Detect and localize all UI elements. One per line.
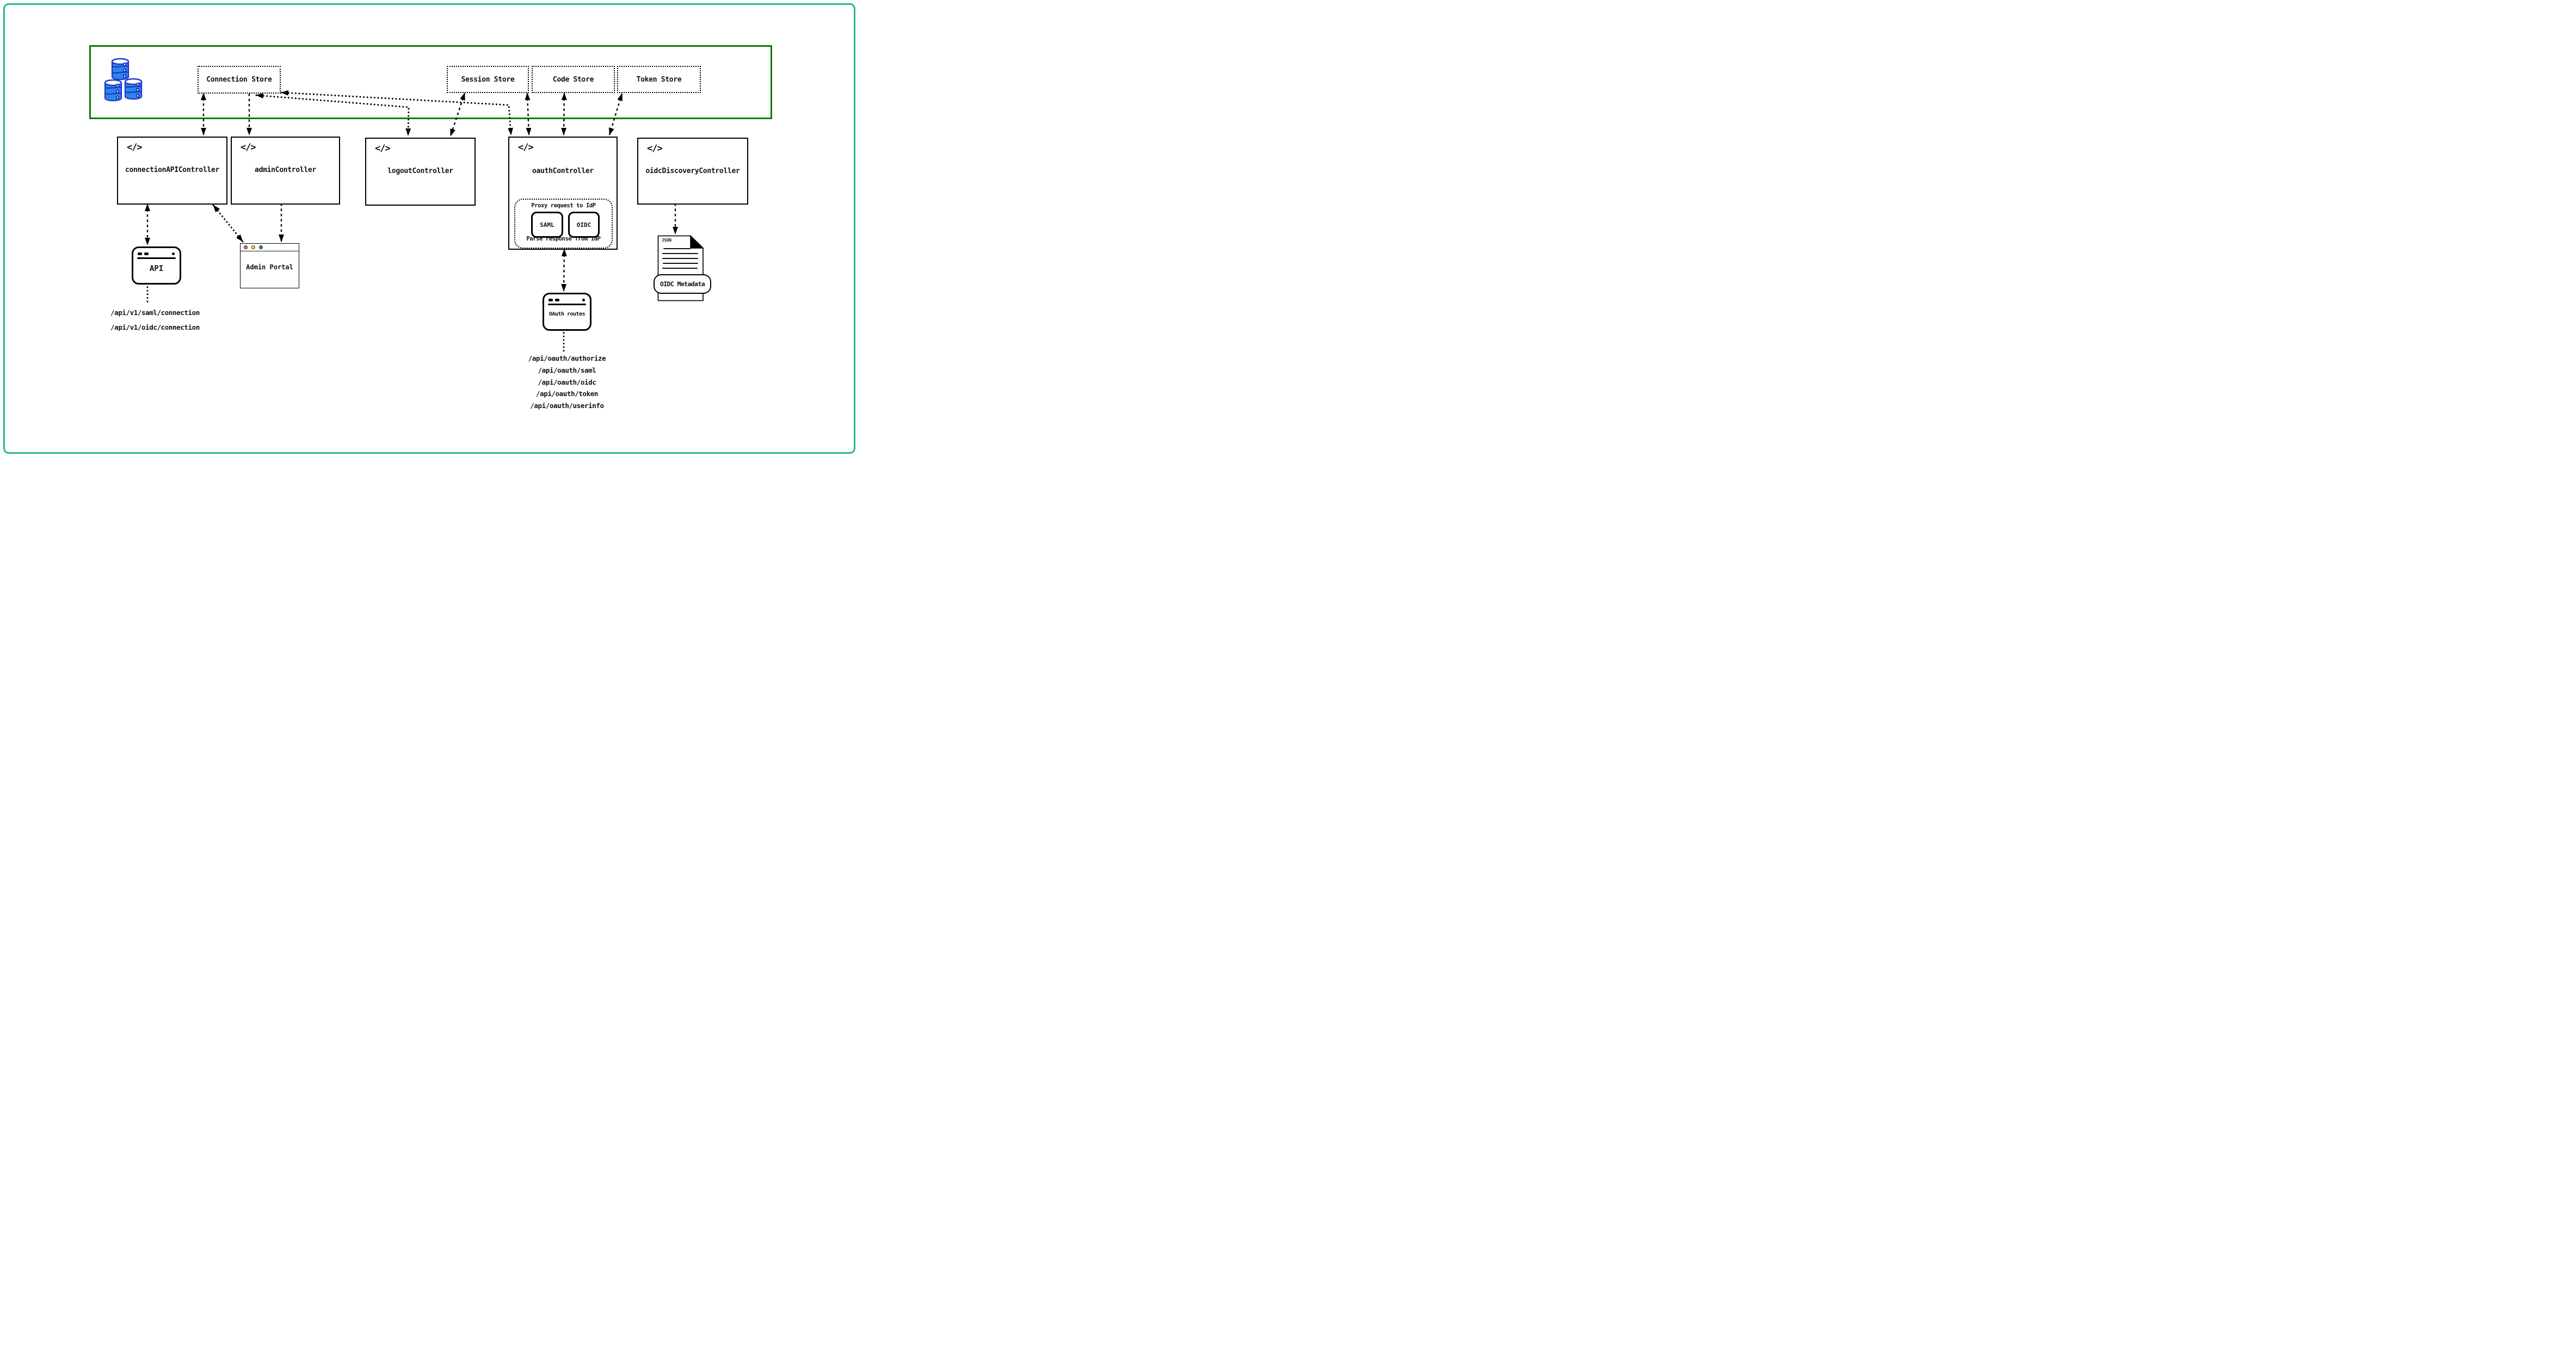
window-dot-icon xyxy=(171,252,175,255)
controller-label: logoutController xyxy=(387,167,453,175)
arrow-connectionstore-oauth xyxy=(280,90,514,136)
window-dash-icon xyxy=(555,299,559,301)
arrow-sessionstore-oauth xyxy=(525,92,532,135)
oidc-metadata-banner: OIDC Metadata xyxy=(654,274,711,294)
parse-response-label: Parse response from IdP xyxy=(526,236,601,242)
window-dash-icon xyxy=(138,252,142,255)
token-store-box: Token Store xyxy=(617,66,701,93)
oauth-endpoints: /api/oauth/authorize /api/oauth/saml /ap… xyxy=(528,354,606,410)
window-rule xyxy=(548,304,586,305)
admin-portal-label: Admin Portal xyxy=(246,263,293,271)
controller-label: adminController xyxy=(255,166,316,174)
minimize-traffic-light-icon xyxy=(251,245,255,249)
window-dash-icon xyxy=(549,299,553,301)
arrow-sessionstore-logout xyxy=(449,92,466,137)
code-icon: </> xyxy=(127,142,143,153)
connection-api-endpoints: /api/v1/saml/connection /api/v1/oidc/con… xyxy=(110,308,200,331)
api-label: API xyxy=(149,264,164,273)
oauth-routes-window: OAuth routes xyxy=(543,293,591,331)
oidc-chip: OIDC xyxy=(568,212,600,238)
arrow-tokenstore-oauth xyxy=(608,93,623,135)
arrow-connectionapi-adminportal xyxy=(212,204,244,243)
admin-portal-window: Admin Portal xyxy=(240,243,299,288)
code-icon: </> xyxy=(375,143,391,154)
window-rule xyxy=(137,257,176,259)
code-icon: </> xyxy=(518,142,534,153)
code-store-box: Code Store xyxy=(532,66,615,93)
maximize-traffic-light-icon xyxy=(259,245,263,249)
admin-controller-box: </> adminController xyxy=(231,137,340,205)
logout-controller-box: </> logoutController xyxy=(365,138,476,206)
outer-frame xyxy=(3,3,855,454)
code-icon: </> xyxy=(647,143,663,154)
oauth-routes-label: OAuth routes xyxy=(549,311,586,317)
diagram-canvas: Connection Store Session Store Code Stor… xyxy=(0,0,859,457)
code-icon: </> xyxy=(241,142,256,153)
api-window: API xyxy=(132,246,181,285)
controller-label: oidcDiscoveryController xyxy=(645,167,740,175)
controller-label: connectionAPIController xyxy=(125,166,220,174)
oauth-controller-box: </> oauthController Proxy request to IdP… xyxy=(508,137,618,250)
connection-api-controller-box: </> connectionAPIController xyxy=(117,137,227,205)
connector-layer xyxy=(104,58,704,352)
idp-proxy-group: Proxy request to IdP SAML OIDC Parse res… xyxy=(514,199,613,249)
saml-chip: SAML xyxy=(531,212,563,238)
close-traffic-light-icon xyxy=(244,245,248,249)
connection-store-box: Connection Store xyxy=(198,66,281,94)
controller-label: oauthController xyxy=(532,167,594,175)
json-type-label: JSON xyxy=(662,238,672,243)
window-dot-icon xyxy=(582,298,585,301)
arrow-connectionstore-logout xyxy=(255,93,411,137)
titlebar xyxy=(241,244,299,251)
window-dash-icon xyxy=(144,252,149,255)
proxy-request-label: Proxy request to IdP xyxy=(531,202,596,209)
oidc-discovery-controller-box: </> oidcDiscoveryController xyxy=(637,138,748,205)
database-icon xyxy=(104,58,143,102)
session-store-box: Session Store xyxy=(447,66,529,93)
